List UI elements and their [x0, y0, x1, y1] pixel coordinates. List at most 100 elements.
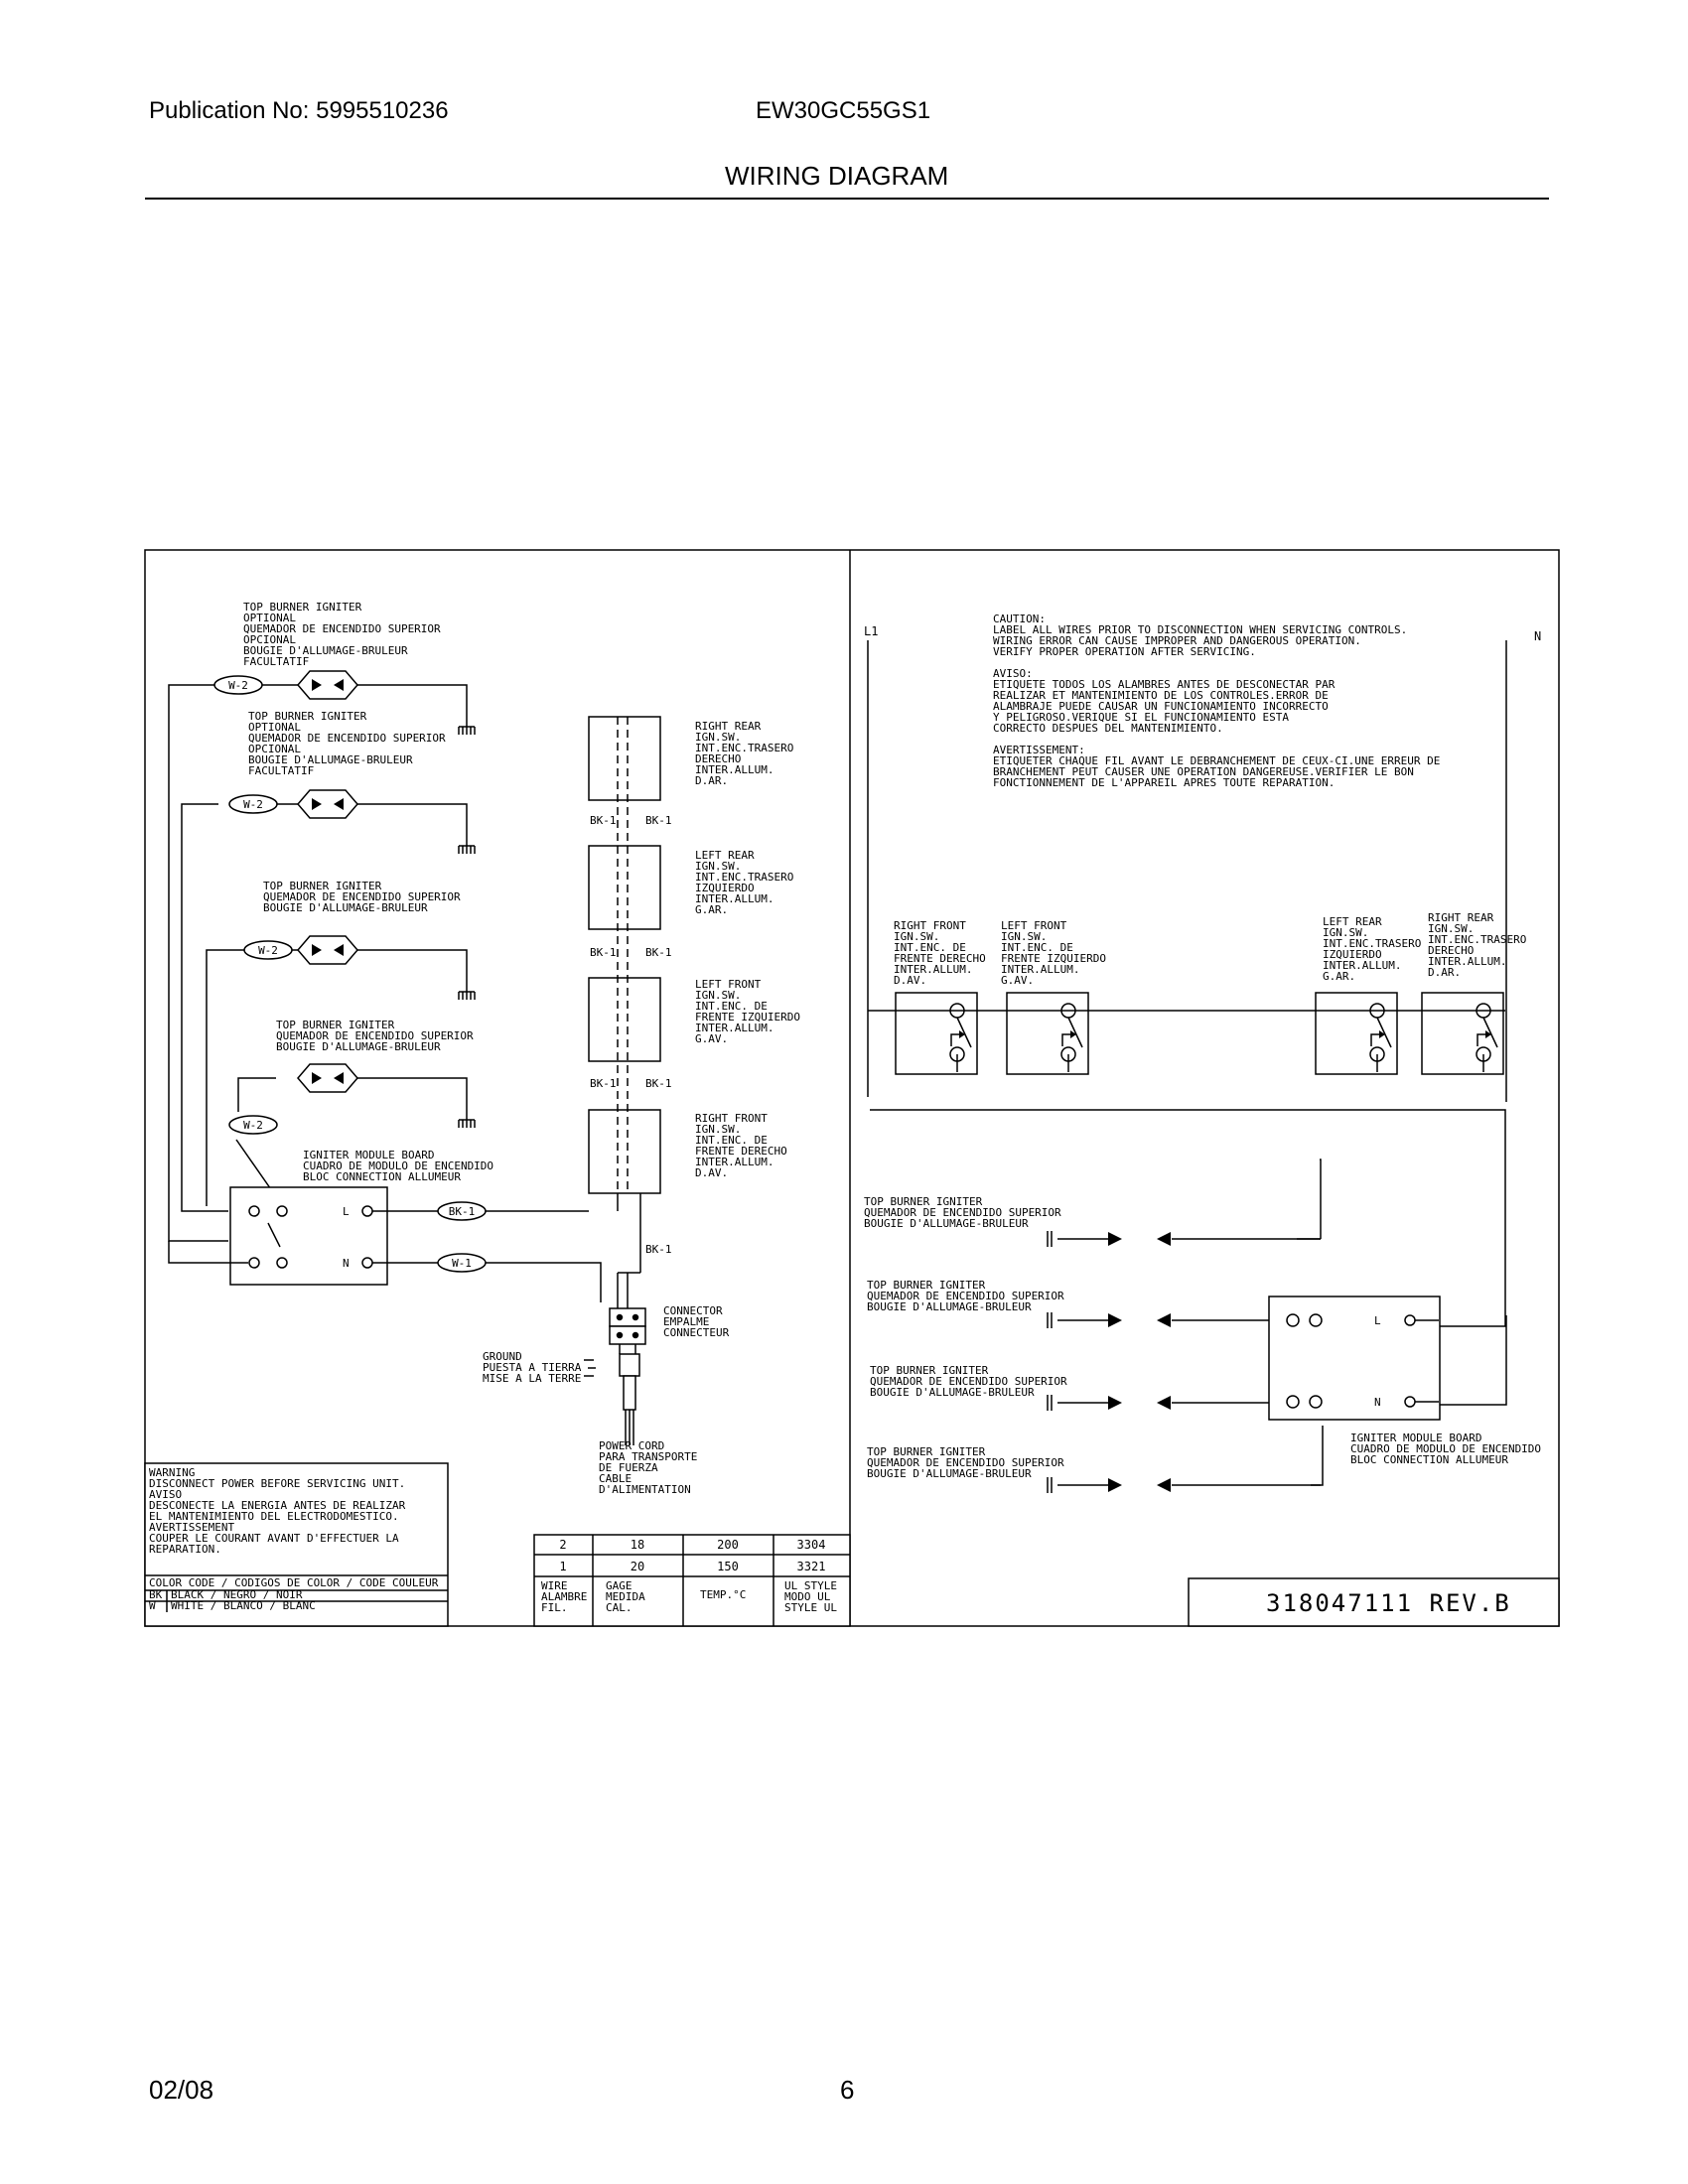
wire-table-cell-0-3: 3304: [797, 1538, 826, 1552]
right-igniter-label-2-line-2: BOUGIE D'ALLUMAGE-BRULEUR: [867, 1300, 1032, 1313]
left-bk-tag-a-3: BK-1: [590, 1077, 617, 1090]
warning-text-line-5: AVERTISSEMENT: [149, 1521, 234, 1534]
right-switch-label-1-line-4: INTER.ALLUM.: [894, 963, 972, 976]
right-switch-label-4-line-0: RIGHT REAR: [1428, 911, 1494, 924]
right-switch-label-2-line-0: LEFT FRONT: [1001, 919, 1067, 932]
right-switch-label-3-line-2: INT.ENC.TRASERO: [1323, 937, 1421, 950]
right-switch-label-2-line-1: IGN.SW.: [1001, 930, 1047, 943]
right-switch-label-3-line-1: IGN.SW.: [1323, 926, 1368, 939]
wire-spec-table: [533, 1534, 851, 1627]
warning-text-line-3: DESCONECTE LA ENERGIA ANTES DE REALIZAR: [149, 1499, 406, 1512]
left-bk-tag-single: BK-1: [645, 1243, 672, 1256]
power-cord-label-line-3: CABLE: [599, 1472, 632, 1485]
caution-text-line-6: ETIQUETE TODOS LOS ALAMBRES ANTES DE DES…: [993, 678, 1336, 691]
right-switch-label-3-line-4: INTER.ALLUM.: [1323, 959, 1401, 972]
left-switch-label-3-line-1: IGN.SW.: [695, 989, 741, 1002]
left-switch-label-3-line-4: INTER.ALLUM.: [695, 1022, 774, 1034]
wire-table-cell-0-2: 200: [717, 1538, 739, 1552]
wire-tag-ellipses: [213, 675, 293, 1135]
caution-text-line-5: AVISO:: [993, 667, 1033, 680]
left-module-l-terminal: L: [343, 1205, 350, 1218]
color-code-abbr-1: BK: [149, 1588, 163, 1601]
wire-table-header-3-0: UL STYLE: [784, 1579, 837, 1592]
right-igniter-label-3-line-0: TOP BURNER IGNITER: [870, 1364, 989, 1377]
right-igniter-label-4-line-2: BOUGIE D'ALLUMAGE-BRULEUR: [867, 1467, 1032, 1480]
publication-number: Publication No: 5995510236: [149, 97, 449, 124]
wire-table-cell-1-2: 150: [717, 1560, 739, 1573]
right-switch-label-2-line-4: INTER.ALLUM.: [1001, 963, 1079, 976]
left-igniter-label-1-line-2: QUEMADOR DE ENCENDIDO SUPERIOR: [243, 622, 441, 635]
left-bk-tag-a-1: BK-1: [590, 814, 617, 827]
power-cord-label-line-0: POWER CORD: [599, 1439, 664, 1452]
power-cord-label-line-4: D'ALIMENTATION: [599, 1483, 691, 1496]
right-switch-label-1-line-3: FRENTE DERECHO: [894, 952, 986, 965]
caution-text-line-8: ALAMBRAJE PUEDE CAUSAR UN FUNCIONAMIENTO…: [993, 700, 1329, 713]
color-code-abbr-2: W: [149, 1599, 156, 1612]
right-switch-label-1-line-5: D.AV.: [894, 974, 926, 987]
right-switch-label-1-line-1: IGN.SW.: [894, 930, 939, 943]
color-code-header: COLOR CODE / CODIGOS DE COLOR / CODE COU…: [149, 1576, 439, 1589]
wire-table-cell-1-3: 3321: [797, 1560, 826, 1573]
warning-text-line-1: DISCONNECT POWER BEFORE SERVICING UNIT.: [149, 1477, 405, 1490]
wire-table-cell-0-0: 2: [559, 1538, 566, 1552]
left-switch-label-4-line-4: INTER.ALLUM.: [695, 1156, 774, 1168]
warning-text-line-6: COUPER LE COURANT AVANT D'EFFECTUER LA: [149, 1532, 399, 1545]
left-igniter-label-2-line-2: QUEMADOR DE ENCENDIDO SUPERIOR: [248, 732, 446, 745]
left-module-w-tag: W-1: [452, 1257, 472, 1270]
right-switch-label-4-line-3: DERECHO: [1428, 944, 1474, 957]
ground-label-line-0: GROUND: [483, 1350, 522, 1363]
left-igniter-label-3-line-2: BOUGIE D'ALLUMAGE-BRULEUR: [263, 901, 428, 914]
left-igniter-label-2-line-5: FACULTATIF: [248, 764, 314, 777]
right-igniter-module-board: [1268, 1296, 1441, 1421]
caution-text-line-3: VERIFY PROPER OPERATION AFTER SERVICING.: [993, 645, 1256, 658]
w1-tag-ellipse: [437, 1253, 487, 1273]
model-number: EW30GC55GS1: [756, 97, 931, 124]
left-switch-label-3-line-5: G.AV.: [695, 1032, 728, 1045]
right-igniter-label-4-line-1: QUEMADOR DE ENCENDIDO SUPERIOR: [867, 1456, 1064, 1469]
caution-text-line-14: BRANCHEMENT PEUT CAUSER UNE OPERATION DA…: [993, 765, 1414, 778]
warning-text-line-7: REPARATION.: [149, 1543, 221, 1556]
right-switch-label-3-line-3: IZQUIERDO: [1323, 948, 1382, 961]
caution-text-line-12: AVERTISSEMENT:: [993, 744, 1085, 756]
left-igniter-label-1-line-1: OPTIONAL: [243, 612, 296, 624]
left-switch-label-4-line-0: RIGHT FRONT: [695, 1112, 768, 1125]
left-bk-tag-b-1: BK-1: [645, 814, 672, 827]
neutral-label: N: [1534, 629, 1541, 643]
caution-text-line-7: REALIZAR ET MANTENIMIENTO DE LOS CONTROL…: [993, 689, 1329, 702]
power-connector: [584, 1307, 646, 1445]
wire-table-header-1-1: MEDIDA: [606, 1590, 645, 1603]
right-switch-label-4-line-2: INT.ENC.TRASERO: [1428, 933, 1526, 946]
left-bk-tag-a-2: BK-1: [590, 946, 617, 959]
wire-table-cell-1-1: 20: [631, 1560, 644, 1573]
caution-text-line-9: Y PELIGROSO.VERIQUE SI EL FUNCIONAMIENTO…: [993, 711, 1289, 724]
left-switch-label-4-line-2: INT.ENC. DE: [695, 1134, 768, 1147]
right-module-n-terminal: N: [1374, 1396, 1381, 1409]
right-switch-label-1-line-2: INT.ENC. DE: [894, 941, 966, 954]
left-switch-label-2-line-5: G.AR.: [695, 903, 728, 916]
footer-date: 02/08: [149, 2075, 214, 2105]
left-switch-label-4-line-5: D.AV.: [695, 1166, 728, 1179]
right-switch-row: [868, 992, 1505, 1075]
left-switch-label-3-line-2: INT.ENC. DE: [695, 1000, 768, 1013]
left-igniter-label-4-line-0: TOP BURNER IGNITER: [276, 1019, 395, 1031]
wire-table-header-1-2: CAL.: [606, 1601, 633, 1614]
left-igniter-label-3-line-0: TOP BURNER IGNITER: [263, 880, 382, 892]
right-igniter-label-1-line-2: BOUGIE D'ALLUMAGE-BRULEUR: [864, 1217, 1029, 1230]
left-switch-label-1-line-5: D.AR.: [695, 774, 728, 787]
wire-table-header-0-2: FIL.: [541, 1601, 568, 1614]
left-switch-stack: [588, 716, 661, 1328]
right-igniter-label-4-line-0: TOP BURNER IGNITER: [867, 1445, 986, 1458]
color-code-desc-1: BLACK / NEGRO / NOIR: [171, 1588, 303, 1601]
warning-text-line-4: EL MANTENIMIENTO DEL ELECTRODOMESTICO.: [149, 1510, 399, 1523]
left-igniter-label-2-line-0: TOP BURNER IGNITER: [248, 710, 367, 723]
right-switch-label-4-line-5: D.AR.: [1428, 966, 1461, 979]
left-igniter-label-4-line-2: BOUGIE D'ALLUMAGE-BRULEUR: [276, 1040, 441, 1053]
connector-label-line-2: CONNECTEUR: [663, 1326, 730, 1339]
warning-text-line-2: AVISO: [149, 1488, 182, 1501]
right-module-l-terminal: L: [1374, 1314, 1381, 1327]
right-switch-label-4-line-4: INTER.ALLUM.: [1428, 955, 1506, 968]
left-switch-label-2-line-1: IGN.SW.: [695, 860, 741, 873]
left-switch-label-2-line-2: INT.ENC.TRASERO: [695, 871, 793, 884]
ground-label-line-2: MISE A LA TERRE: [483, 1372, 581, 1385]
